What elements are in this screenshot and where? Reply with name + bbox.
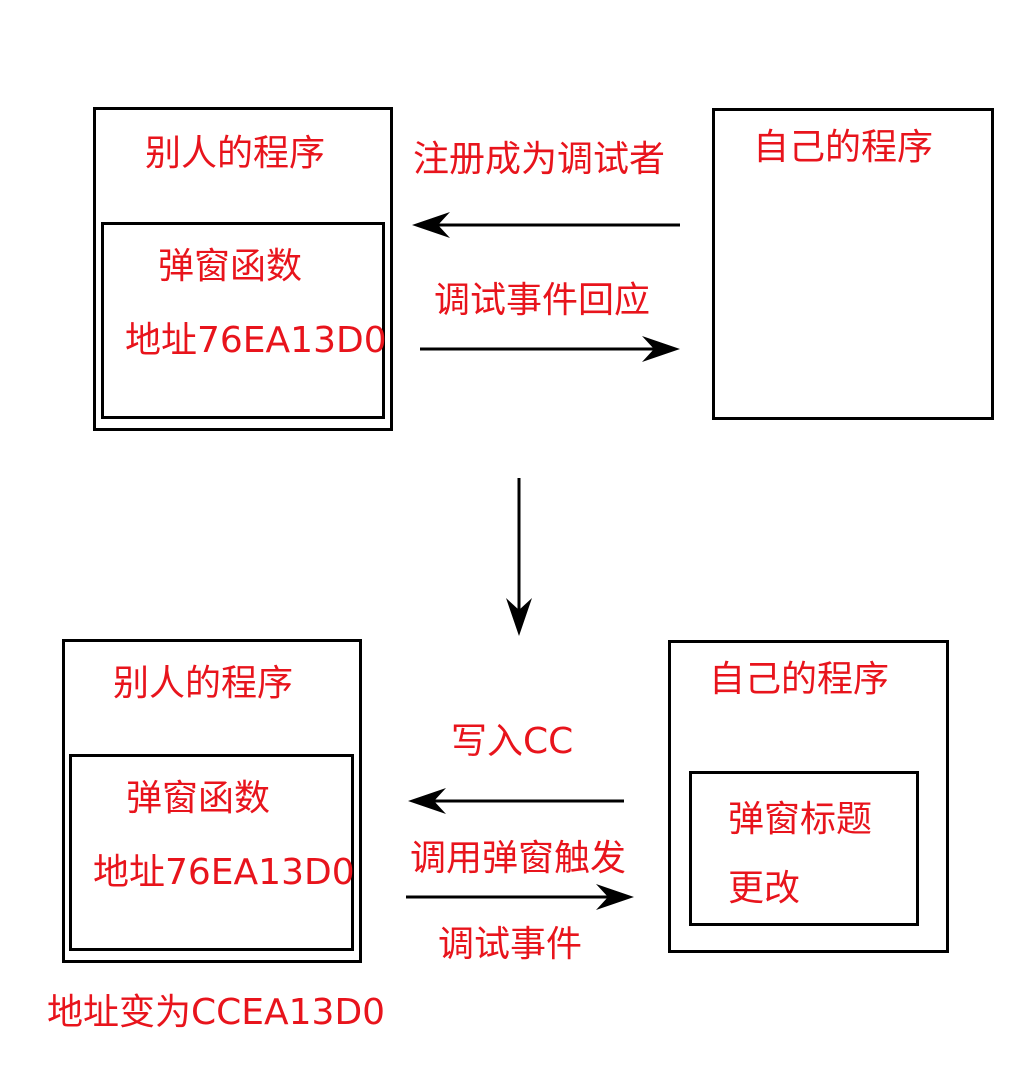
write-cc-label: 写入CC — [451, 721, 574, 762]
bottom-popup-function-box — [69, 754, 354, 951]
bottom-popup-function-address: 地址76EA13D0 — [93, 852, 355, 893]
top-popup-function-address: 地址76EA13D0 — [125, 320, 387, 361]
top-popup-function-box — [101, 222, 385, 419]
address-changed-note: 地址变为CCEA13D0 — [47, 992, 386, 1033]
top-arrow-right — [420, 336, 680, 362]
debug-event-response-label: 调试事件回应 — [434, 280, 651, 321]
top-arrow-left — [412, 212, 680, 238]
popup-title-change-line1: 弹窗标题 — [728, 799, 873, 840]
bottom-popup-function-label: 弹窗函数 — [126, 778, 271, 819]
debug-event-label: 调试事件 — [438, 924, 583, 965]
top-popup-function-label: 弹窗函数 — [158, 246, 303, 287]
register-debugger-label: 注册成为调试者 — [413, 139, 666, 180]
transition-arrow-down — [506, 478, 532, 636]
popup-title-change-box — [689, 771, 919, 926]
bottom-other-program-title: 别人的程序 — [113, 663, 294, 704]
call-popup-trigger-label: 调用弹窗触发 — [410, 838, 627, 879]
popup-title-change-line2: 更改 — [728, 868, 801, 909]
top-other-program-title: 别人的程序 — [145, 133, 326, 174]
top-own-program-title: 自己的程序 — [753, 127, 934, 168]
bottom-own-program-title: 自己的程序 — [709, 659, 890, 700]
bottom-arrow-right — [406, 884, 634, 910]
top-own-program-box — [712, 108, 994, 420]
bottom-arrow-left — [408, 788, 624, 814]
